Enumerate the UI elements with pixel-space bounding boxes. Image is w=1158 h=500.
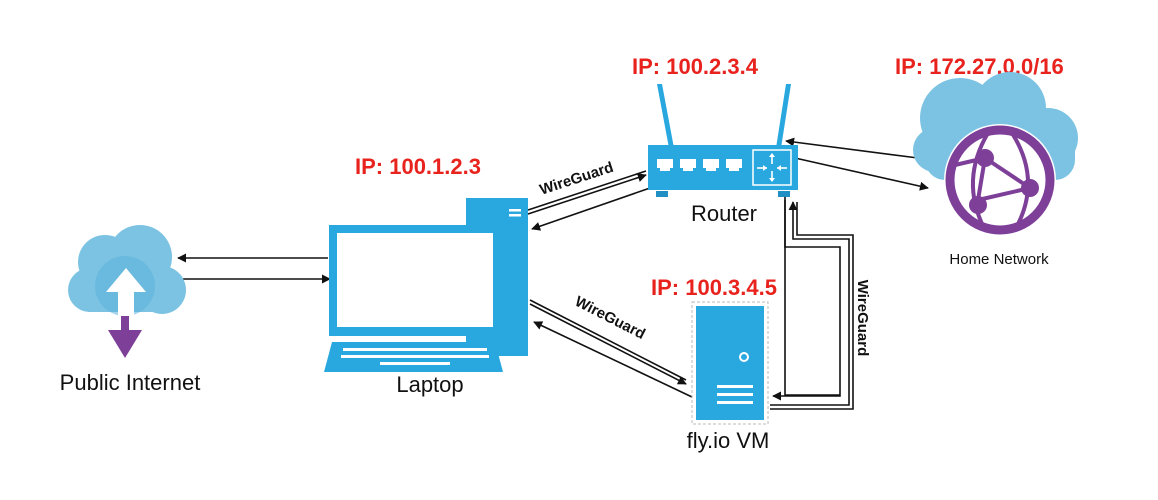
link-laptop-router [527,170,651,231]
public-internet-label: Public Internet [60,370,201,395]
link-router-home [785,137,929,191]
link-laptop-vm [529,299,693,398]
home-network-label: Home Network [949,251,1049,268]
cloud-globe-network-icon [913,72,1078,236]
link-label-laptop-vm: WireGuard [572,293,648,343]
link-internet-laptop [177,253,331,284]
laptop-label: Laptop [396,372,463,397]
link-label-vm-router: WireGuard [854,280,871,357]
laptop-ip-label: IP: 100.1.2.3 [355,154,481,179]
desktop-computer-icon [324,198,528,372]
link-label-laptop-router: WireGuard [538,159,616,199]
wireless-router-icon [648,84,798,197]
fly-vm-label: fly.io VM [687,428,770,453]
home-network-ip-label: IP: 172.27.0.0/16 [895,54,1064,79]
link-vm-router [770,195,854,410]
fly-vm-ip-label: IP: 100.3.4.5 [651,275,777,300]
server-tower-icon [691,301,769,425]
router-label: Router [691,201,757,226]
cloud-upload-download-icon [68,225,186,358]
router-ip-label: IP: 100.2.3.4 [632,54,759,79]
